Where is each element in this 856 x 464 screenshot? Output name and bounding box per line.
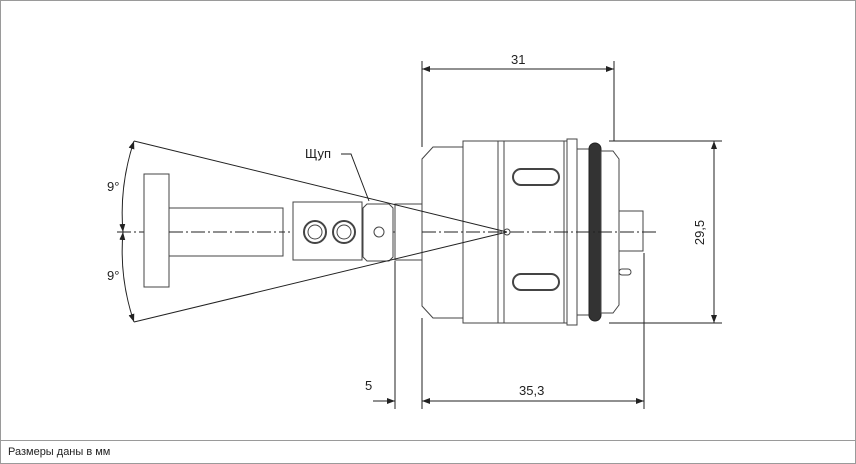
dim-label-35-3: 35,3 bbox=[519, 383, 545, 398]
slot-top bbox=[512, 168, 560, 186]
flange bbox=[143, 173, 170, 288]
slot-bottom bbox=[512, 273, 560, 291]
screw-2 bbox=[332, 220, 356, 244]
caption: Размеры даны в мм bbox=[8, 446, 111, 458]
probe-neck bbox=[394, 203, 423, 261]
cone-upper bbox=[133, 140, 508, 233]
probe-leader bbox=[341, 153, 370, 202]
dim-label-31: 31 bbox=[511, 52, 526, 67]
cone-lower bbox=[133, 231, 508, 323]
probe-label: Щуп bbox=[305, 146, 332, 161]
angle-label-top: 9° bbox=[107, 179, 120, 194]
angle-arc-bottom bbox=[119, 231, 135, 323]
screw-1 bbox=[303, 220, 327, 244]
caption-divider bbox=[1, 440, 855, 441]
dim-label-5: 5 bbox=[365, 378, 373, 393]
angle-label-bottom: 9° bbox=[107, 268, 120, 283]
rear-pin bbox=[618, 210, 644, 252]
angle-arc-top bbox=[119, 140, 135, 233]
dim-label-29-5: 29,5 bbox=[692, 219, 708, 246]
